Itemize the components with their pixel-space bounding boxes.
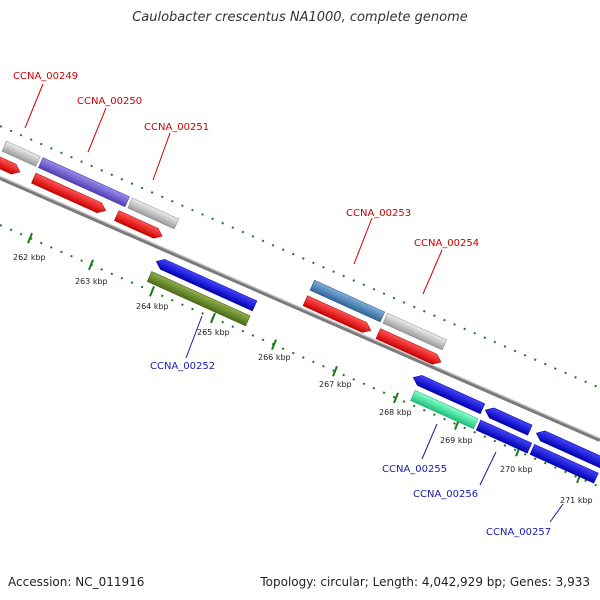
reverse-cog-track [146, 271, 599, 484]
major-tick [88, 259, 94, 271]
cds-arrow-CCNA_00250[interactable] [31, 172, 108, 216]
tick-label: 268 kbp [379, 408, 412, 417]
genome-backbone [0, 176, 600, 442]
tick-label: 262 kbp [13, 253, 46, 262]
reverse-cds-track [154, 256, 600, 469]
major-tick [393, 392, 399, 404]
leader-line [24, 83, 44, 129]
accession-text: Accession: NC_011916 [8, 575, 145, 589]
tick-label: 264 kbp [136, 302, 169, 311]
gene-feature-CCNA_00255[interactable] [410, 390, 479, 430]
major-tick [332, 365, 338, 377]
cds-arrow-CCNA_00252[interactable] [154, 256, 258, 312]
gene-feature-CCNA_00256[interactable] [475, 419, 533, 454]
gene-label-CCNA_00254[interactable]: CCNA_00254 [414, 238, 479, 249]
major-tick [149, 286, 155, 297]
leader-line [87, 107, 107, 153]
cds-arrow-CCNA_00249[interactable] [0, 146, 22, 177]
forward-cog-track [1, 140, 448, 351]
major-tick [210, 312, 216, 324]
leader-line [353, 217, 373, 265]
leader-line [421, 423, 438, 460]
gene-feature-CCNA_00250[interactable] [38, 157, 130, 208]
tick-label: 270 kbp [500, 465, 533, 474]
gene-label-CCNA_00249[interactable]: CCNA_00249 [13, 71, 78, 82]
major-tick [27, 232, 33, 244]
outer-tick-track [0, 125, 600, 389]
tick-label: 267 kbp [319, 380, 352, 389]
tick-label: 269 kbp [440, 436, 473, 445]
cds-arrow-CCNA_00256[interactable] [483, 405, 533, 436]
gene-feature-CCNA_00251[interactable] [127, 197, 180, 230]
gene-label-CCNA_00253[interactable]: CCNA_00253 [346, 208, 411, 219]
gene-feature-CCNA_00253[interactable] [309, 279, 386, 323]
gene-feature-CCNA_00252[interactable] [146, 271, 251, 327]
major-ticks [27, 232, 582, 484]
leader-line [185, 315, 203, 359]
gene-feature-CCNA_00257[interactable] [529, 443, 599, 484]
gene-label-CCNA_00250[interactable]: CCNA_00250 [77, 96, 142, 107]
genome-backbone-highlight [0, 176, 600, 439]
gene-label-CCNA_00251[interactable]: CCNA_00251 [144, 122, 209, 133]
gene-label-CCNA_00252[interactable]: CCNA_00252 [150, 361, 215, 372]
major-tick [271, 339, 277, 351]
gene-label-CCNA_00256[interactable]: CCNA_00256 [413, 489, 478, 500]
tick-label: 266 kbp [258, 353, 291, 362]
cds-arrow-CCNA_00254[interactable] [375, 328, 443, 367]
cds-arrow-CCNA_00251[interactable] [114, 210, 164, 242]
topology-text: Topology: circular; Length: 4,042,929 bp… [260, 575, 590, 589]
map-title: Caulobacter crescentus NA1000, complete … [132, 10, 468, 25]
leader-line [152, 132, 171, 181]
tick-label: 263 kbp [75, 277, 108, 286]
gene-label-CCNA_00255[interactable]: CCNA_00255 [382, 464, 447, 475]
forward-cds-track [0, 146, 443, 367]
cds-arrow-CCNA_00255[interactable] [411, 372, 486, 415]
leader-line [549, 503, 564, 523]
gene-feature-CCNA_00254[interactable] [382, 312, 448, 351]
gene-feature-CCNA_00249[interactable] [1, 140, 41, 167]
tick-label: 271 kbp [560, 496, 593, 505]
inner-tick-track [0, 224, 600, 488]
gene-label-CCNA_00257[interactable]: CCNA_00257 [486, 527, 551, 538]
cds-arrow-CCNA_00253[interactable] [302, 295, 373, 336]
leader-line [479, 451, 497, 486]
tick-label: 265 kbp [197, 328, 230, 337]
cds-arrow-CCNA_00257[interactable] [534, 428, 600, 469]
leader-line [422, 249, 443, 295]
